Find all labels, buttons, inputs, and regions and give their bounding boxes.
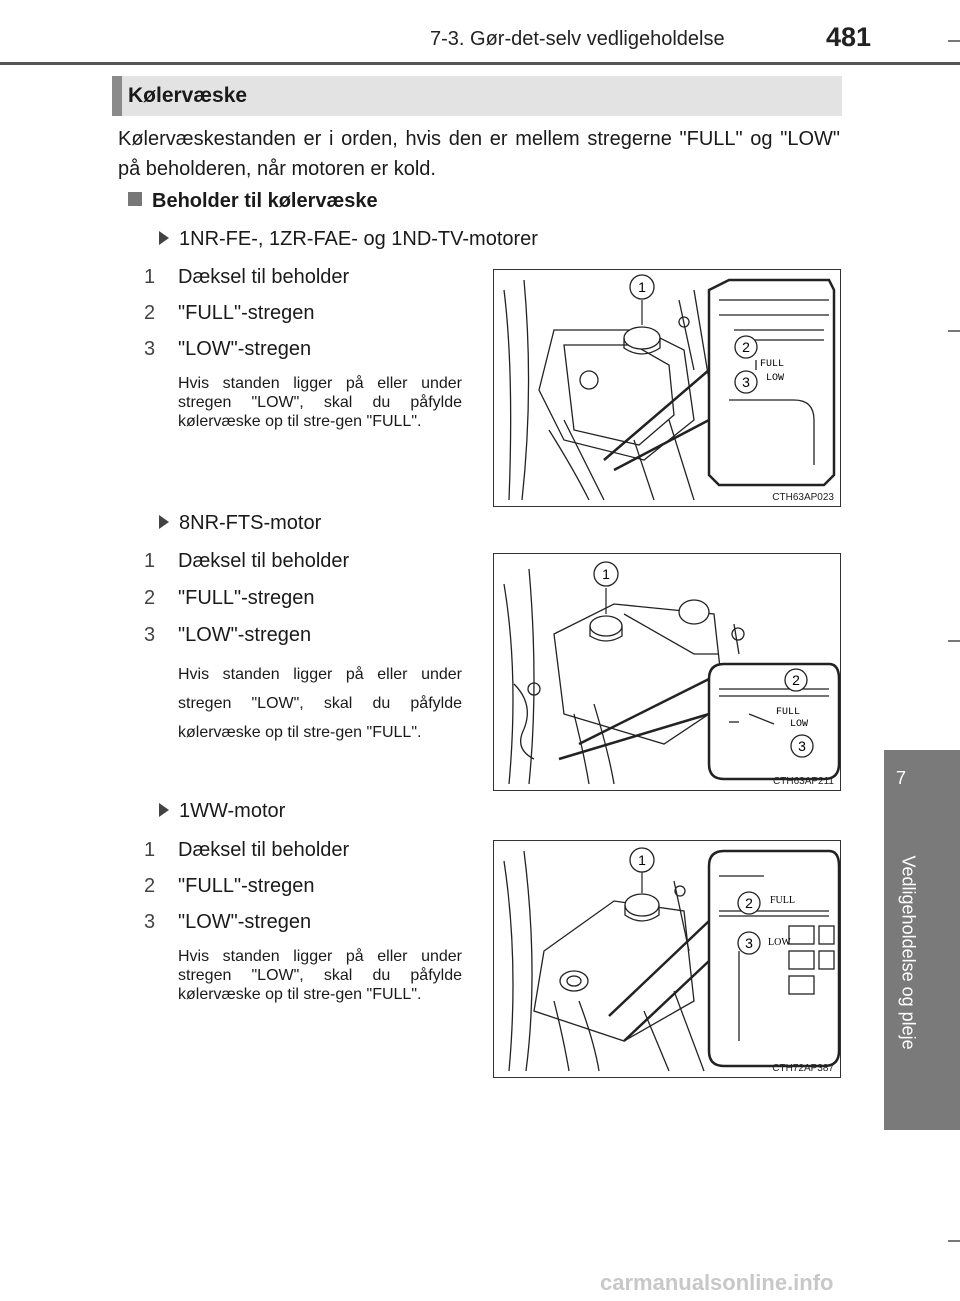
list-item: 2 "FULL"-stregen <box>144 587 314 610</box>
low-mark: LOW <box>790 719 808 730</box>
item-label: Dæksel til beholder <box>178 839 350 861</box>
list-item: 3 "LOW"-stregen <box>144 338 311 361</box>
list-item: 3 "LOW"-stregen <box>144 911 311 934</box>
chapter-tab <box>884 750 960 1130</box>
list-item: 1 Dæksel til beholder <box>144 266 349 289</box>
header-rule <box>0 62 960 65</box>
item-number: 3 <box>144 624 156 646</box>
engine-title: 1WW-motor <box>159 800 285 823</box>
low-mark: LOW <box>768 937 791 948</box>
figure-code: CTH72AP387 <box>772 1063 834 1074</box>
item-label: "LOW"-stregen <box>178 338 312 360</box>
full-mark: FULL <box>776 707 800 718</box>
subheading-text: Beholder til kølervæske <box>152 190 378 212</box>
margin-tick <box>948 330 960 332</box>
engine-figure: 1 2 3 FULL LOW CTH63AP023 <box>493 269 841 507</box>
chapter-number: 7 <box>896 768 907 788</box>
engine-title: 8NR-FTS-motor <box>159 512 321 535</box>
triangle-bullet-icon <box>159 231 169 245</box>
item-label: Dæksel til beholder <box>178 266 350 288</box>
item-number: 3 <box>144 911 156 933</box>
item-number: 2 <box>144 587 156 609</box>
watermark: carmanualsonline.info <box>600 1270 834 1295</box>
item-number: 1 <box>144 550 156 572</box>
note-text: Hvis standen ligger på eller under streg… <box>178 666 462 741</box>
triangle-bullet-icon <box>159 803 169 817</box>
full-mark: FULL <box>770 895 795 906</box>
callout-3: 3 <box>742 374 750 390</box>
list-item: 1 Dæksel til beholder <box>144 839 349 862</box>
low-mark: LOW <box>766 373 784 384</box>
section-title: Kølervæske <box>128 84 248 107</box>
callout-3: 3 <box>798 738 806 754</box>
note-text: Hvis standen ligger på eller under streg… <box>178 375 462 430</box>
engine-title-text: 8NR-FTS-motor <box>179 512 322 534</box>
margin-tick <box>948 40 960 42</box>
list-item: 2 "FULL"-stregen <box>144 302 314 325</box>
engine-title: 1NR-FE-, 1ZR-FAE- og 1ND-TV-motorer <box>159 228 538 251</box>
callout-1: 1 <box>638 852 646 868</box>
callout-3: 3 <box>745 935 753 951</box>
figure-code: CTH63AP023 <box>772 492 834 503</box>
full-mark: FULL <box>760 359 784 370</box>
engine-illustration: 1 2 3 FULL LOW <box>503 847 840 1072</box>
callout-2: 2 <box>742 339 750 355</box>
item-number: 1 <box>144 839 156 861</box>
margin-tick <box>948 1240 960 1242</box>
callout-1: 1 <box>602 566 610 582</box>
section-header-bar <box>112 76 842 116</box>
engine-figure: 1 2 3 FULL LOW CTH63AP211 <box>493 553 841 791</box>
subheading: Beholder til kølervæske <box>128 190 378 213</box>
item-number: 2 <box>144 302 156 324</box>
item-label: Dæksel til beholder <box>178 550 350 572</box>
list-item: 1 Dæksel til beholder <box>144 550 349 573</box>
item-number: 3 <box>144 338 156 360</box>
note-text: Hvis standen ligger på eller under streg… <box>178 948 462 1003</box>
engine-illustration: 1 2 3 FULL LOW <box>503 561 840 785</box>
engine-title-text: 1NR-FE-, 1ZR-FAE- og 1ND-TV-motorer <box>179 228 538 250</box>
margin-tick <box>948 640 960 642</box>
figure-code: CTH63AP211 <box>773 776 834 787</box>
chapter-label: Vedligeholdelse og pleje <box>898 855 919 1050</box>
item-label: "LOW"-stregen <box>178 624 312 646</box>
item-label: "FULL"-stregen <box>178 302 315 324</box>
engine-illustration: 1 2 3 FULL LOW <box>503 274 836 501</box>
list-item: 3 "LOW"-stregen <box>144 624 311 647</box>
header-title: 7-3. Gør-det-selv vedligeholdelse <box>430 28 725 50</box>
callout-2: 2 <box>792 672 800 688</box>
item-label: "FULL"-stregen <box>178 587 315 609</box>
triangle-bullet-icon <box>159 515 169 529</box>
callout-1: 1 <box>638 279 646 295</box>
square-bullet-icon <box>128 192 142 206</box>
callout-2: 2 <box>745 895 753 911</box>
item-number: 1 <box>144 266 156 288</box>
item-label: "FULL"-stregen <box>178 875 315 897</box>
intro-paragraph: Kølervæskestanden er i orden, hvis den e… <box>118 128 840 180</box>
item-number: 2 <box>144 875 156 897</box>
item-label: "LOW"-stregen <box>178 911 312 933</box>
engine-figure: 1 2 3 FULL LOW CTH72AP387 <box>493 840 841 1078</box>
engine-title-text: 1WW-motor <box>179 800 286 822</box>
page-number: 481 <box>826 22 872 52</box>
list-item: 2 "FULL"-stregen <box>144 875 314 898</box>
